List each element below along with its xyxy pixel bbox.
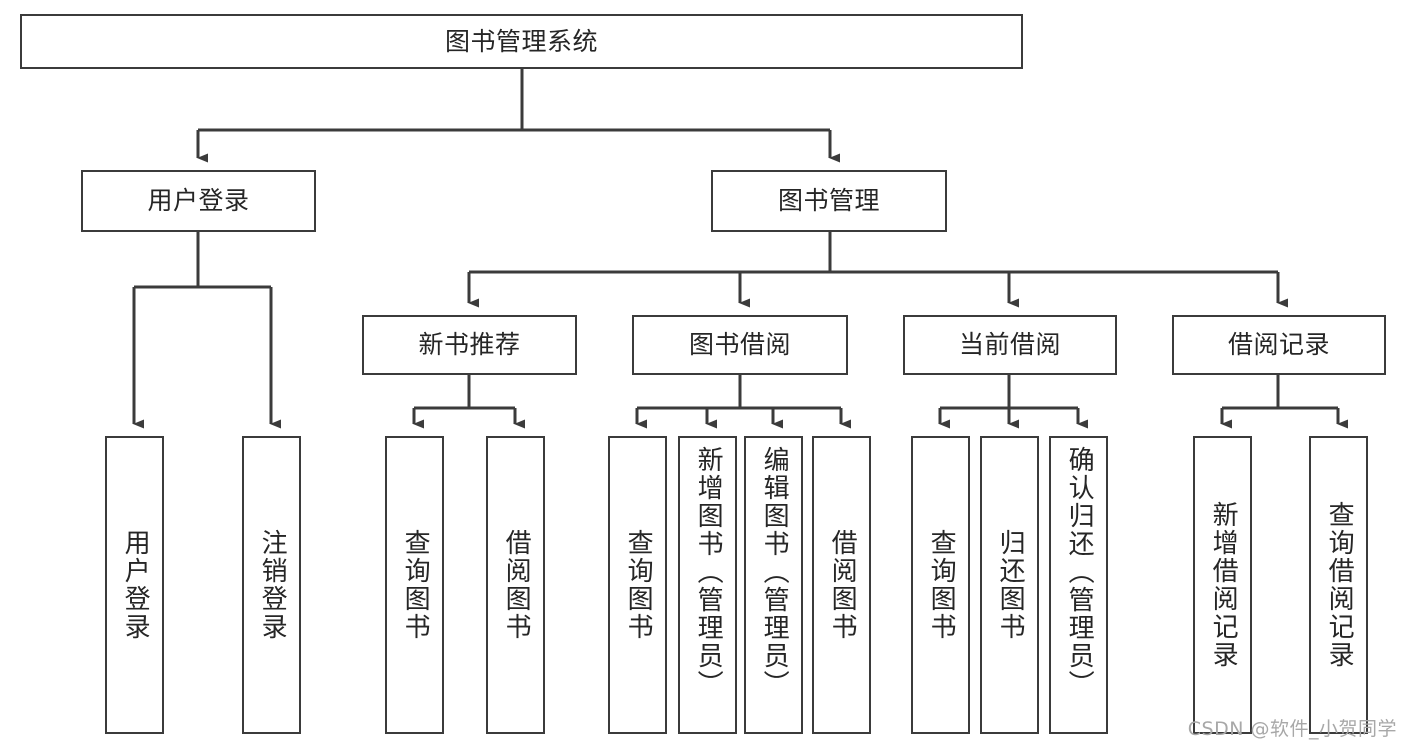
node-label: 借阅图书 [827, 529, 858, 641]
node-leaf-add-book[interactable]: 新增图书（管理员） [678, 436, 737, 734]
node-leaf-query-borrow-record[interactable]: 查询借阅记录 [1309, 436, 1368, 734]
node-leaf-query-book-2[interactable]: 查询图书 [608, 436, 667, 734]
node-root-book-management-system[interactable]: 图书管理系统 [20, 14, 1023, 69]
node-label: 归还图书 [995, 529, 1026, 641]
node-borrow-record[interactable]: 借阅记录 [1172, 315, 1386, 375]
node-leaf-query-book-3[interactable]: 查询图书 [911, 436, 970, 734]
node-label: 查询图书 [400, 529, 431, 641]
node-label: 图书管理 [777, 186, 880, 215]
node-leaf-confirm-return[interactable]: 确认归还（管理员） [1049, 436, 1108, 734]
node-label: 用户登录 [120, 529, 151, 641]
node-new-book-recommendation[interactable]: 新书推荐 [362, 315, 577, 375]
node-label: 图书管理系统 [444, 26, 598, 56]
node-book-borrow[interactable]: 图书借阅 [632, 315, 848, 375]
node-user-login[interactable]: 用户登录 [81, 170, 316, 232]
node-leaf-user-login[interactable]: 用户登录 [105, 436, 164, 734]
node-label: 编辑图书（管理员） [759, 446, 790, 698]
node-label: 用户登录 [147, 186, 250, 215]
node-label: 新增图书（管理员） [693, 446, 724, 698]
node-leaf-logout-login[interactable]: 注销登录 [242, 436, 301, 734]
node-label: 查询借阅记录 [1324, 501, 1355, 669]
node-book-manage[interactable]: 图书管理 [711, 170, 947, 232]
node-leaf-borrow-book-2[interactable]: 借阅图书 [812, 436, 871, 734]
node-label: 图书借阅 [688, 330, 791, 359]
node-label: 当前借阅 [958, 330, 1061, 359]
node-label: 新书推荐 [418, 330, 521, 359]
node-label: 新增借阅记录 [1208, 501, 1239, 669]
node-label: 借阅记录 [1227, 330, 1330, 359]
watermark-text: CSDN @软件_小贺同学 [1187, 718, 1397, 740]
node-leaf-add-borrow-record[interactable]: 新增借阅记录 [1193, 436, 1252, 734]
node-label: 注销登录 [257, 529, 288, 641]
node-label: 确认归还（管理员） [1064, 446, 1095, 698]
node-leaf-query-book-1[interactable]: 查询图书 [385, 436, 444, 734]
node-current-borrow[interactable]: 当前借阅 [903, 315, 1117, 375]
node-label: 借阅图书 [501, 529, 532, 641]
node-leaf-return-book[interactable]: 归还图书 [980, 436, 1039, 734]
node-label: 查询图书 [926, 529, 957, 641]
node-leaf-borrow-book-1[interactable]: 借阅图书 [486, 436, 545, 734]
node-leaf-edit-book[interactable]: 编辑图书（管理员） [744, 436, 803, 734]
node-label: 查询图书 [623, 529, 654, 641]
